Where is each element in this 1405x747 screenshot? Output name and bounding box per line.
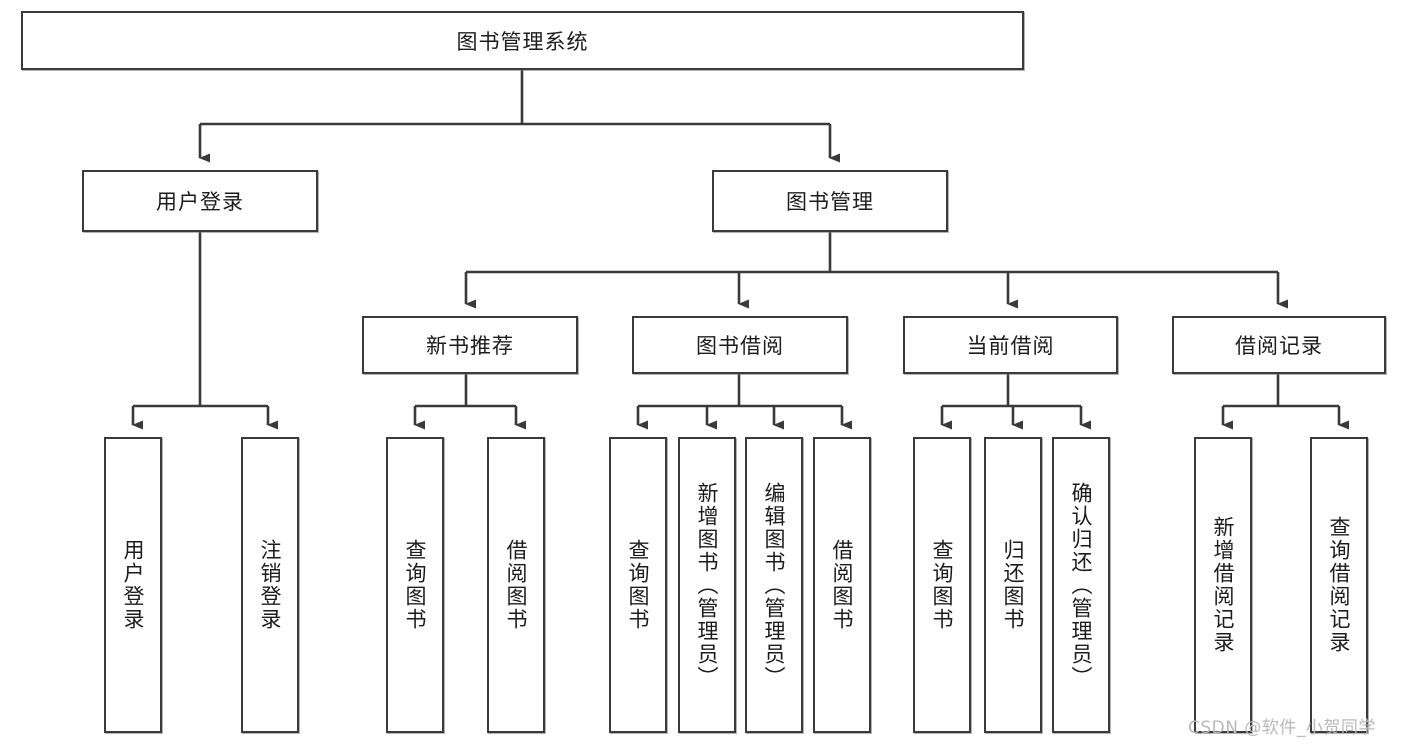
node-leaf-logout-label: 注销登录	[258, 539, 283, 631]
node-leaf-return-book[interactable]: 归还图书	[984, 437, 1042, 733]
node-leaf-query-book-1[interactable]: 查询图书	[386, 437, 444, 733]
node-leaf-borrow-book-1[interactable]: 借阅图书	[487, 437, 545, 733]
node-leaf-borrow-book-1-label: 借阅图书	[504, 539, 529, 631]
node-leaf-query-book-3[interactable]: 查询图书	[913, 437, 971, 733]
node-leaf-add-book[interactable]: 新增图书（管理员）	[678, 437, 736, 733]
node-leaf-confirm-return[interactable]: 确认归还（管理员）	[1052, 437, 1110, 733]
node-leaf-borrow-book-2[interactable]: 借阅图书	[813, 437, 871, 733]
node-leaf-return-book-label: 归还图书	[1001, 539, 1026, 631]
node-book-borrow[interactable]: 图书借阅	[632, 316, 848, 374]
node-leaf-user-login[interactable]: 用户登录	[104, 437, 162, 733]
node-new-book-recommend-label: 新书推荐	[426, 334, 514, 358]
node-leaf-add-borrow-record[interactable]: 新增借阅记录	[1194, 437, 1252, 733]
node-book-borrow-label: 图书借阅	[696, 334, 784, 358]
node-leaf-borrow-book-2-label: 借阅图书	[830, 539, 855, 631]
node-leaf-query-book-1-label: 查询图书	[403, 539, 428, 631]
node-book-management-label: 图书管理	[786, 190, 874, 214]
csdn-watermark: CSDN @软件_小贺同学	[1188, 718, 1376, 738]
node-root-label: 图书管理系统	[456, 29, 589, 54]
node-book-management[interactable]: 图书管理	[712, 170, 948, 232]
node-leaf-query-book-2-label: 查询图书	[626, 539, 651, 631]
node-root[interactable]: 图书管理系统	[21, 11, 1024, 70]
node-leaf-query-borrow-record[interactable]: 查询借阅记录	[1310, 437, 1368, 733]
node-leaf-query-book-3-label: 查询图书	[930, 539, 955, 631]
node-leaf-logout[interactable]: 注销登录	[241, 437, 299, 733]
node-leaf-query-borrow-record-label: 查询借阅记录	[1327, 516, 1352, 654]
node-new-book-recommend[interactable]: 新书推荐	[362, 316, 578, 374]
node-leaf-query-book-2[interactable]: 查询图书	[609, 437, 667, 733]
node-leaf-edit-book-label: 编辑图书（管理员）	[762, 481, 787, 689]
node-leaf-user-login-label: 用户登录	[121, 539, 146, 631]
node-current-borrow[interactable]: 当前借阅	[903, 316, 1118, 374]
node-current-borrow-label: 当前借阅	[966, 334, 1055, 358]
node-leaf-edit-book[interactable]: 编辑图书（管理员）	[745, 437, 803, 733]
node-user-login[interactable]: 用户登录	[82, 170, 318, 232]
node-borrow-record[interactable]: 借阅记录	[1172, 316, 1386, 374]
node-leaf-add-borrow-record-label: 新增借阅记录	[1211, 516, 1236, 654]
node-borrow-record-label: 借阅记录	[1235, 334, 1323, 358]
node-user-login-label: 用户登录	[156, 190, 244, 214]
node-leaf-add-book-label: 新增图书（管理员）	[695, 481, 720, 689]
node-leaf-confirm-return-label: 确认归还（管理员）	[1069, 481, 1094, 689]
